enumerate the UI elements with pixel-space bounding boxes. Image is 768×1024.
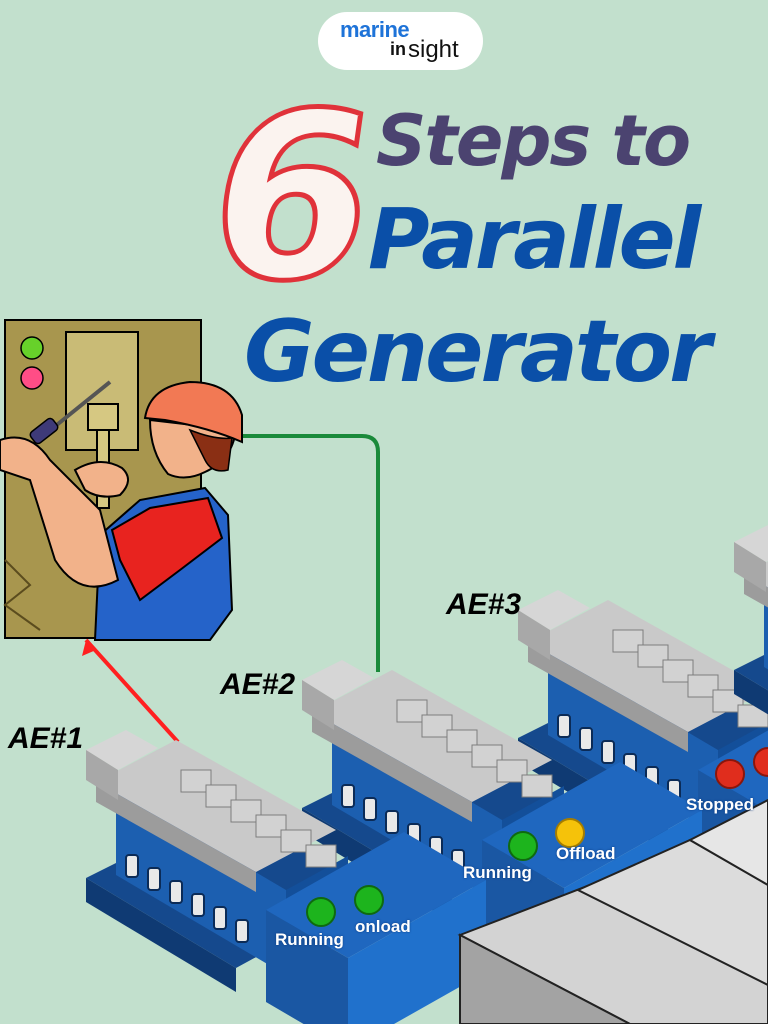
ae1-running-light	[306, 897, 336, 927]
ae3-label: AE#3	[446, 588, 522, 621]
ae1-running-status: Running	[275, 930, 344, 949]
ae2-running-status: Running	[463, 863, 532, 882]
red-cable	[84, 638, 180, 744]
ae3-stopped-status: Stopped	[686, 795, 754, 814]
switchboard-cabinets	[457, 798, 768, 1024]
logo-marine-text: marine	[340, 17, 410, 42]
title-line-1: Steps to	[376, 100, 691, 182]
indicator-lights	[306, 747, 768, 927]
logo-sight-text: sight	[408, 36, 459, 63]
ae1-onload-light	[354, 885, 384, 915]
title-number: 6	[191, 63, 394, 335]
red-cable-arrow	[82, 640, 96, 656]
ae2-offload-status: Offload	[556, 844, 616, 863]
ae1-label: AE#1	[8, 722, 84, 755]
marine-insight-logo: marine in sight	[318, 12, 483, 70]
ae2-label: AE#2	[220, 668, 296, 701]
logo-in-text: in	[390, 39, 406, 59]
ae1-onload-status: onload	[355, 917, 411, 936]
title-line-3: Generator	[244, 302, 712, 402]
title-line-2: Parallel	[368, 190, 701, 288]
ae3-stopped-light-1	[715, 759, 745, 789]
ae2-offload-light	[555, 818, 585, 848]
ae2-running-light	[508, 831, 538, 861]
worker-panel-illustration	[0, 319, 243, 641]
ae3-stopped-light-2	[753, 747, 768, 777]
green-cable	[232, 434, 380, 672]
